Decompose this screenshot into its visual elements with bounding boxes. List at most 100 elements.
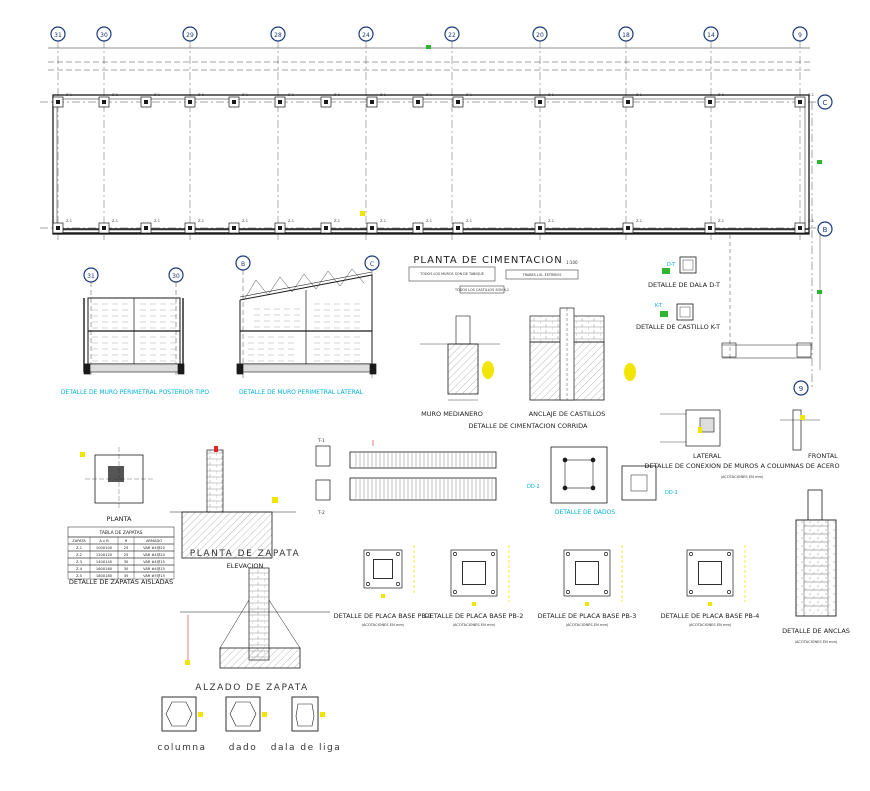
anclas-detail: DETALLE DE ANCLAS (ACOTACIONES EN mm) [782, 489, 850, 644]
grid-bubble-29: 29 [182, 26, 198, 240]
plan-footing: Z-1 [320, 93, 340, 108]
table-header-cell: ZAPATA [72, 539, 86, 543]
footing-label: Z-1 [718, 93, 724, 97]
section-label-dado: dado [229, 743, 257, 753]
dala-tag: D-T [667, 262, 676, 268]
zapata-planta: PLANTA [80, 447, 153, 523]
footing-label: Z-1 [154, 219, 160, 223]
table-cell: Z-5 [76, 574, 82, 578]
table-cell: 30 [124, 567, 129, 571]
zapata-planta-big: PLANTA DE ZAPATA [190, 549, 300, 559]
lateral-axis-C: C [370, 261, 374, 268]
alzado-title: ALZADO DE ZAPATA [195, 683, 308, 693]
table-cell: 120X120 [96, 553, 113, 557]
grid-bubble-20: 20 [532, 26, 548, 240]
footing-label: Z-1 [242, 219, 248, 223]
axis-label-24: 24 [362, 32, 370, 39]
plan-footing: Z-1 [274, 219, 294, 234]
footing-label: Z-1 [66, 219, 72, 223]
footing-label: Z-1 [548, 93, 554, 97]
dala-caption: DETALLE DE DALA D-T [648, 281, 720, 289]
plan-title: PLANTA DE CIMENTACION [413, 255, 562, 266]
dado-tag-dd1: DD-1 [665, 490, 678, 496]
plan-footing: Z-1 [622, 219, 642, 234]
conexion-sub: (ACOTACIONES EN mm) [721, 475, 764, 479]
rear-axis-31: 31 [87, 273, 95, 280]
table-cell: Z-1 [76, 546, 82, 550]
plan-footing: Z-1 [98, 93, 118, 108]
plan-footing: Z-1 [412, 219, 432, 234]
conexion-lateral-label: LATERAL [693, 452, 721, 460]
table-cell: VAR #4@20 [143, 546, 166, 550]
table-cell: 180X180 [96, 574, 113, 578]
plan-footing: Z-1 [366, 93, 386, 108]
conexion-frontal-label: FRONTAL [808, 452, 838, 460]
conexion-caption: DETALLE DE CONEXION DE MUROS A COLUMNAS … [644, 462, 839, 470]
castillo-caption: DETALLE DE CASTILLO K-T [636, 323, 720, 331]
rear-wall-caption: DETALLE DE MURO PERIMETRAL POSTERIOR TIP… [61, 389, 209, 396]
corrida-caption: DETALLE DE CIMENTACION CORRIDA [469, 422, 588, 430]
grid-bubble-24: 24 [358, 26, 374, 240]
zapata-elevation: PLANTA DE ZAPATA ELEVACION [170, 446, 300, 570]
castillo-tag: K-T [655, 303, 663, 309]
placa-sub-2: (ACOTACIONES EN mm) [453, 623, 496, 627]
table-header-cell: ARMADO [146, 539, 162, 543]
table-cell: VAR #4@15 [143, 560, 165, 564]
footing-label: Z-1 [242, 93, 248, 97]
footing-label: Z-1 [466, 93, 472, 97]
axis-label-9: 9 [798, 32, 802, 39]
placas-base: DETALLE DE PLACA BASE PB-1(ACOTACIONES E… [334, 545, 760, 627]
grid-bubble-14: 14 [703, 26, 719, 240]
footing-label: Z-1 [66, 93, 72, 97]
placa-caption-2: DETALLE DE PLACA BASE PB-2 [425, 612, 524, 620]
plan-note-3: TODOS LOS CASTILLOS SON K-1 [454, 288, 509, 292]
plan-footing: Z-1 [184, 93, 204, 108]
axis-label-9-bottom: 9 [799, 385, 803, 393]
plan-footing: Z-1 [452, 219, 472, 234]
footing-label: Z-1 [466, 219, 472, 223]
corrida-detail: MURO MEDIANERO ANCLAJE DE CASTILLOS DETA… [420, 307, 636, 430]
plan-footing: Z-1 [52, 219, 72, 234]
footing-label: Z-1 [636, 219, 642, 223]
dados-caption: DETALLE DE DADOS [555, 509, 615, 516]
footing-label: Z-1 [380, 219, 386, 223]
placa-caption-4: DETALLE DE PLACA BASE PB-4 [661, 612, 760, 620]
grid-bubble-B: B [817, 221, 833, 237]
plan-footing: Z-1 [704, 93, 724, 108]
footing-label: Z-1 [334, 93, 340, 97]
rear-axis-30: 30 [172, 273, 180, 280]
footing-label: Z-1 [334, 219, 340, 223]
alzado-zapata: ALZADO DE ZAPATA [180, 567, 330, 693]
table-cell: Z-3 [76, 560, 82, 564]
grid-bubble-C: C [817, 94, 833, 110]
grid-bubble-9-bottom: 9 [793, 380, 809, 396]
table-cell: VAR #4@20 [143, 553, 166, 557]
axis-label-14: 14 [707, 32, 715, 39]
footing-label: Z-1 [636, 93, 642, 97]
table-cell: 25 [124, 546, 129, 550]
beam-details: T-1 T-2 [315, 438, 497, 516]
zapatas-caption: DETALLE DE ZAPATAS AISLADAS [69, 578, 173, 586]
zapata-elevation-label: ELEVACION [227, 562, 264, 570]
footing-label: Z-1 [288, 219, 294, 223]
footing-label: Z-1 [426, 219, 432, 223]
table-cell: VAR #5@15 [143, 574, 165, 578]
anclas-caption: DETALLE DE ANCLAS [782, 627, 850, 635]
table-header-cell: A x B [99, 539, 109, 543]
footing-label: Z-1 [380, 93, 386, 97]
axis-label-30: 30 [100, 32, 108, 39]
grid-bubble-18: 18 [618, 26, 634, 240]
placa-base-pb-2: DETALLE DE PLACA BASE PB-2 (ACOTACIONES E… [425, 545, 524, 627]
axis-label-22: 22 [448, 32, 456, 39]
grid-bubble-9: 9 [792, 26, 808, 240]
footing-label: Z-1 [288, 93, 294, 97]
section-label-columna: columna [157, 743, 206, 753]
placa-base-pb-1: DETALLE DE PLACA BASE PB-1(ACOTACIONES E… [334, 545, 432, 627]
placa-caption-3: DETALLE DE PLACA BASE PB-3 [538, 612, 637, 620]
plan-footing: Z-1 [274, 93, 294, 108]
zapata-table-title: TABLA DE ZAPATAS [98, 530, 142, 536]
plan-footing: Z-1 [794, 93, 814, 108]
beam-tag-1: T-1 [317, 438, 325, 444]
